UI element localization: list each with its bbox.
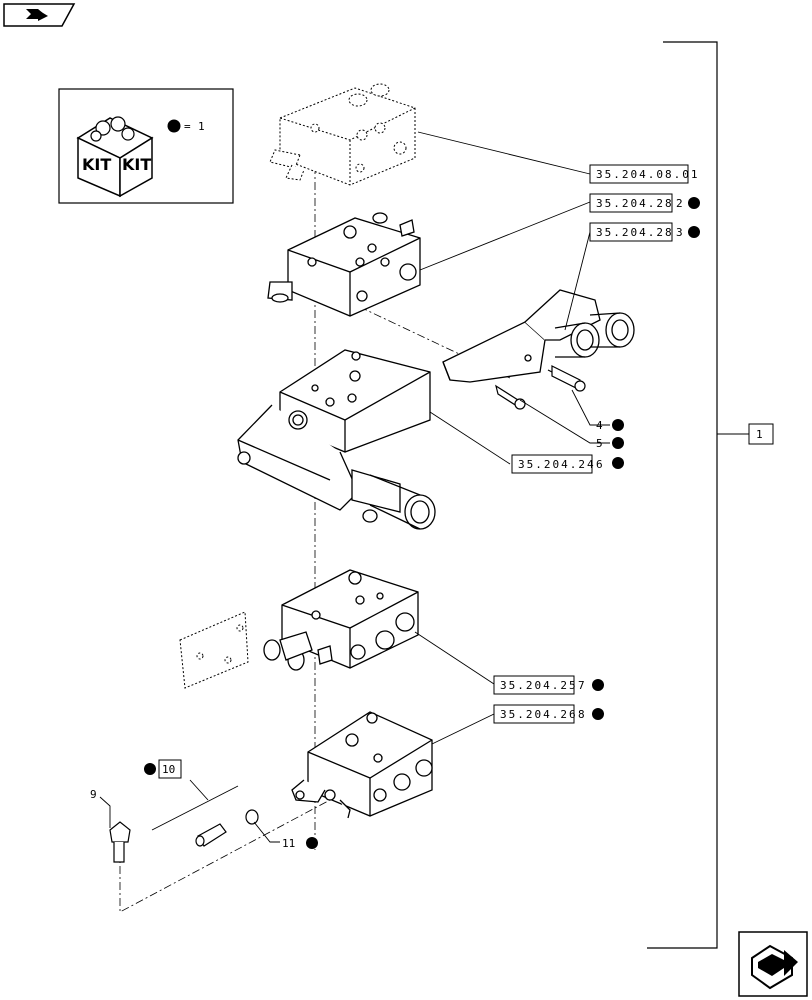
svg-text:35.204.28: 35.204.28	[596, 197, 674, 210]
washer-11	[245, 809, 259, 825]
bullet-dot	[306, 837, 318, 849]
bullet-dot	[612, 437, 624, 449]
ref-box-35-204-28-a[interactable]: 35.204.28 2	[589, 193, 700, 213]
ref-box-35-204-24[interactable]: 35.204.24 6	[511, 454, 624, 474]
leader-lines	[99, 131, 610, 843]
valve-2	[267, 212, 421, 317]
kit-box: KIT KIT = 1	[58, 88, 234, 204]
callout-11: 11	[282, 837, 318, 850]
ref-num: 7	[578, 679, 585, 692]
svg-text:11: 11	[282, 837, 295, 850]
valve-3-coupler	[237, 349, 436, 530]
bullet-dot	[592, 679, 604, 691]
svg-text:35.204.25: 35.204.25	[500, 679, 578, 692]
kit-legend-equals: =	[184, 120, 191, 133]
ref-num: 2	[676, 197, 683, 210]
bullet-dot	[688, 226, 700, 238]
valve-8	[291, 711, 433, 819]
callout-10: 10	[144, 759, 182, 779]
svg-text:9: 9	[90, 788, 97, 801]
ref-num: 6	[596, 458, 603, 471]
svg-text:10: 10	[162, 763, 175, 776]
bolt-9	[109, 821, 131, 863]
svg-text:35.204.26: 35.204.26	[500, 708, 578, 721]
svg-text:35.204.24: 35.204.24	[518, 458, 596, 471]
bullet-dot	[592, 708, 604, 720]
ref-box-35-204-28-b[interactable]: 35.204.28 3	[589, 222, 700, 242]
svg-text:35.204.08.01: 35.204.08.01	[596, 168, 699, 181]
arrow-prev-icon	[26, 9, 48, 21]
kit-label-left: KIT	[82, 155, 111, 174]
bullet-dot	[612, 457, 624, 469]
ref-num: 8	[578, 708, 585, 721]
bullet-dot	[688, 197, 700, 209]
svg-text:4: 4	[596, 419, 603, 432]
valve-7	[263, 569, 419, 671]
callout-4: 4	[596, 419, 624, 432]
ref-box-35-204-08-01[interactable]: 35.204.08.01	[589, 164, 699, 184]
gasket-plate-dotted	[179, 611, 249, 689]
fitting-10	[195, 823, 227, 847]
coupler-bracket	[442, 289, 635, 383]
arrow-next-icon	[751, 944, 798, 990]
valve-1-dotted	[269, 83, 416, 186]
kit-icon: KIT KIT	[76, 116, 154, 198]
callout-5: 5	[596, 437, 624, 450]
kit-label-right: KIT	[122, 155, 151, 174]
assembly-callout: 1	[756, 428, 763, 441]
callout-9: 9	[90, 788, 97, 801]
bullet-dot	[144, 763, 156, 775]
kit-legend-value: 1	[198, 120, 205, 133]
svg-text:35.204.28: 35.204.28	[596, 226, 674, 239]
ref-box-35-204-25[interactable]: 35.204.25 7	[493, 675, 604, 695]
bullet-dot	[612, 419, 624, 431]
ref-num: 3	[676, 226, 683, 239]
svg-text:5: 5	[596, 437, 603, 450]
next-page-button[interactable]	[738, 931, 808, 997]
bullet-dot	[167, 119, 181, 133]
assembly-bracket: 1	[647, 41, 774, 949]
ref-box-35-204-26[interactable]: 35.204.26 8	[493, 704, 604, 724]
prev-page-button[interactable]	[3, 3, 76, 27]
